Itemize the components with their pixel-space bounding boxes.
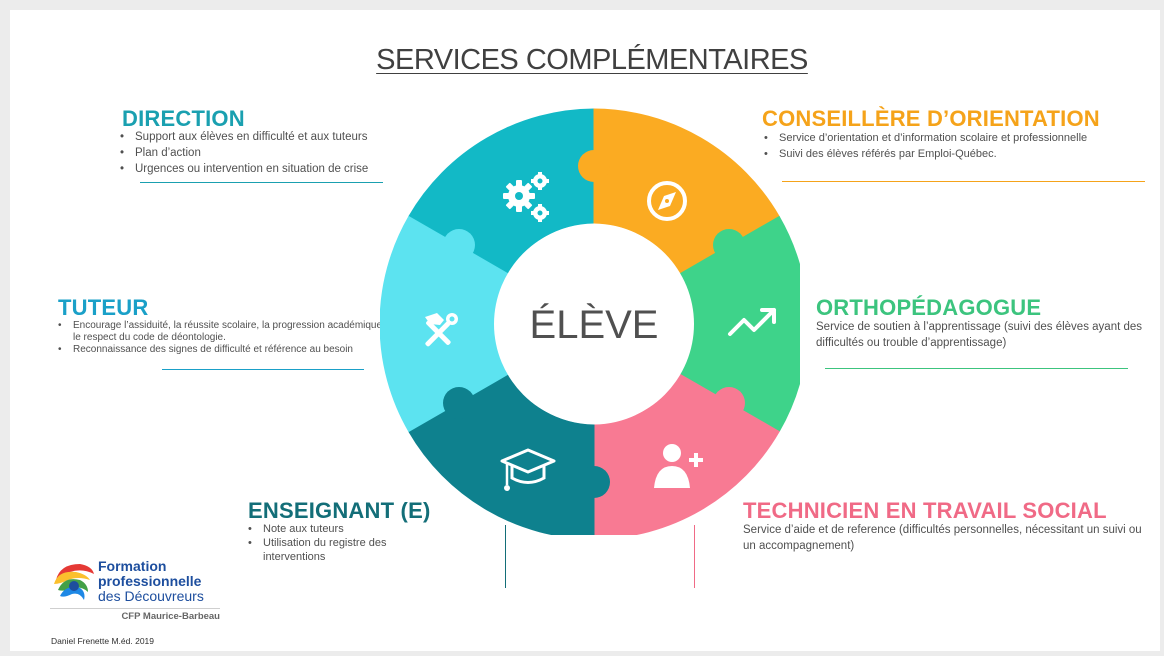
orthopedagogue-text: Service de soutien à l’apprentissage (su… [816, 321, 1143, 349]
puzzle-knob [578, 150, 610, 182]
enseignant-item: Utilisation du registre des intervention… [248, 536, 438, 564]
puzzle-knob [713, 387, 745, 419]
page-title: SERVICES COMPLÉMENTAIRES [376, 44, 808, 76]
school-logo: Formation professionnelle des Découvreur… [50, 558, 222, 628]
tools-icon [425, 313, 458, 347]
orthopedagogue-divider [825, 368, 1128, 369]
enseignant-heading: ENSEIGNANT (E) [248, 498, 431, 523]
logo-line2: professionnelle [98, 573, 202, 589]
direction-divider [140, 182, 383, 183]
tuteur-item: Encourage l’assiduité, la réussite scola… [58, 320, 398, 344]
technicien-divider [694, 525, 695, 588]
tuteur-item: Reconnaissance des signes de difficulté … [58, 344, 398, 356]
direction-item: Urgences ou intervention en situation de… [120, 161, 420, 177]
enseignant-divider [505, 525, 506, 588]
tuteur-divider [162, 369, 364, 370]
direction-item: Plan d’action [120, 145, 420, 161]
logo-line1: Formation [98, 558, 167, 574]
conseillere-list: Service d’orientation et d’information s… [764, 130, 1160, 162]
logo-subtitle: CFP Maurice-Barbeau [50, 608, 220, 622]
logo-emblem-icon [54, 564, 94, 600]
author-credit: Daniel Frenette M.éd. 2019 [51, 636, 155, 646]
center-label: ÉLÈVE [530, 302, 659, 347]
tuteur-list: Encourage l’assiduité, la réussite scola… [58, 320, 398, 356]
gears-icon [503, 172, 549, 222]
orthopedagogue-heading: ORTHOPÉDAGOGUE [816, 295, 1042, 320]
conseillere-divider [782, 181, 1145, 182]
technicien-text: Service d’aide et de reference (difficul… [743, 524, 1142, 552]
puzzle-knob [578, 466, 610, 498]
slide: SERVICES COMPLÉMENTAIRES DIRECTION CONSE… [10, 10, 1160, 651]
graduation-cap-icon [500, 448, 556, 491]
trend-up-icon [728, 308, 776, 336]
enseignant-list: Note aux tuteurs Utilisation du registre… [248, 522, 438, 564]
puzzle-knob [443, 387, 475, 419]
direction-heading: DIRECTION [122, 106, 245, 131]
logo-line3: des Découvreurs [98, 588, 204, 604]
direction-list: Support aux élèves en difficulté et aux … [120, 129, 420, 177]
compass-icon [647, 181, 687, 221]
puzzle-knob [443, 229, 475, 261]
technicien-heading: TECHNICIEN EN TRAVAIL SOCIAL [743, 498, 1107, 523]
tuteur-heading: TUTEUR [58, 295, 149, 320]
add-user-icon [654, 444, 703, 488]
enseignant-item: Note aux tuteurs [248, 522, 438, 536]
logo-text: Formation professionnelle des Découvreur… [98, 559, 204, 604]
puzzle-wheel: ÉLÈVE [380, 108, 800, 535]
center-circle [494, 224, 694, 424]
conseillere-item: Suivi des élèves référés par Emploi-Québ… [764, 146, 1160, 162]
direction-item: Support aux élèves en difficulté et aux … [120, 129, 420, 145]
conseillere-item: Service d’orientation et d’information s… [764, 130, 1160, 146]
puzzle-knob [713, 229, 745, 261]
conseillere-heading: CONSEILLÈRE D’ORIENTATION [762, 106, 1100, 131]
